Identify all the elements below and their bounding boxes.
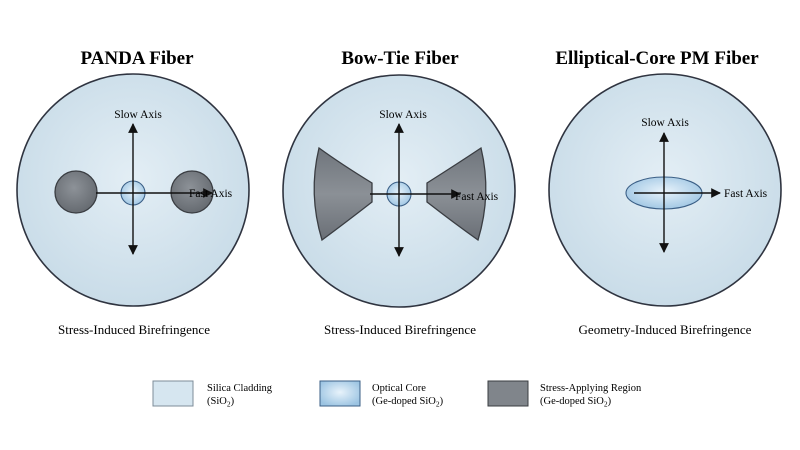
panda-title: PANDA Fiber (80, 48, 194, 69)
panda-fast-axis-label: Fast Axis (189, 188, 233, 200)
legend-core-line2: (Ge-doped SiO2) (372, 396, 444, 409)
legend-cladding-line1: Silica Cladding (207, 383, 273, 394)
bowtie-panel: Bow-Tie Fiber Slow Axis Fast Axis Stress… (282, 48, 516, 337)
panda-panel: PANDA Fiber Slow Axis Fast Axis Stress-I… (16, 48, 250, 337)
legend-item-cladding: Silica Cladding (SiO2) (152, 380, 273, 409)
legend-stress-line2: (Ge-doped SiO2) (540, 396, 612, 409)
legend: Silica Cladding (SiO2) Optical Core (Ge-… (152, 380, 642, 409)
bowtie-fast-axis-label: Fast Axis (455, 191, 499, 203)
legend-item-core: Optical Core (Ge-doped SiO2) (319, 380, 444, 409)
legend-core-line1: Optical Core (372, 383, 426, 394)
legend-swatch-stress (487, 380, 529, 407)
elliptical-caption: Geometry-Induced Birefringence (579, 322, 752, 337)
legend-cladding-line2: (SiO2) (207, 396, 235, 409)
elliptical-fast-axis-label: Fast Axis (724, 188, 768, 200)
legend-swatch-cladding (152, 380, 194, 407)
panda-stress-rod-left (54, 170, 98, 214)
elliptical-title: Elliptical-Core PM Fiber (555, 48, 759, 69)
elliptical-panel: Elliptical-Core PM Fiber Slow Axis Fast … (548, 48, 782, 337)
elliptical-slow-axis-label: Slow Axis (641, 117, 689, 129)
panda-stress-rod-right (170, 170, 214, 214)
legend-swatch-core (319, 380, 361, 407)
panda-slow-axis-label: Slow Axis (114, 109, 162, 121)
bowtie-caption: Stress-Induced Birefringence (324, 322, 476, 337)
legend-stress-line1: Stress-Applying Region (540, 383, 642, 394)
bowtie-slow-axis-label: Slow Axis (379, 109, 427, 121)
bowtie-stress-region-left (313, 146, 373, 242)
legend-item-stress: Stress-Applying Region (Ge-doped SiO2) (487, 380, 642, 409)
panda-caption: Stress-Induced Birefringence (58, 322, 210, 337)
bowtie-title: Bow-Tie Fiber (341, 48, 459, 69)
